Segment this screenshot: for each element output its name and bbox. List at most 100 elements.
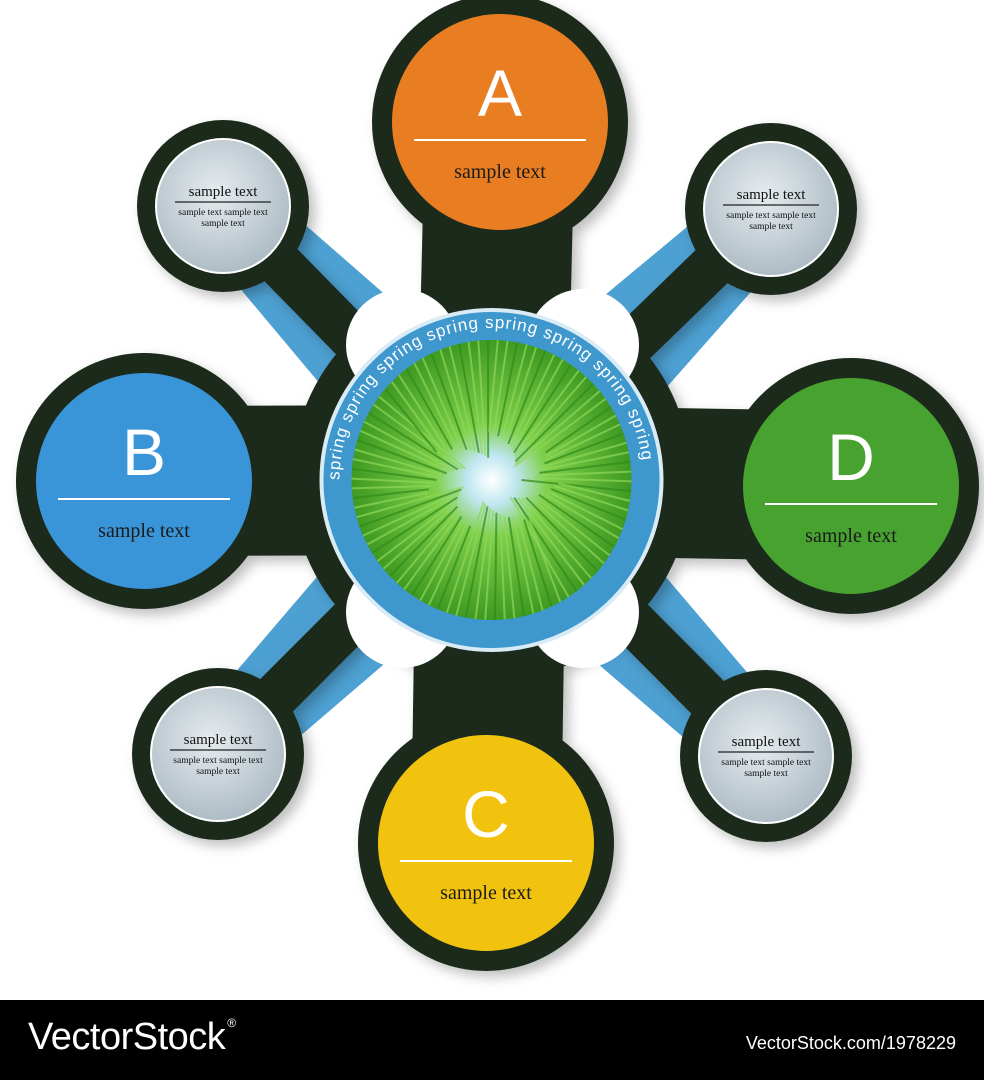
grass-blade	[363, 420, 455, 472]
grass-blade	[546, 490, 624, 531]
grass-blade	[448, 346, 476, 452]
grass-blade	[525, 496, 599, 572]
grass-blade	[488, 340, 499, 432]
grass-blade	[538, 493, 616, 548]
grass-blade	[504, 346, 538, 442]
grass-blade	[382, 502, 458, 570]
watermark-registered-mark: ®	[227, 1016, 236, 1030]
grass-blade	[517, 518, 544, 611]
grass-blade	[368, 412, 459, 471]
grass-blade	[390, 381, 443, 452]
grass-blade	[467, 341, 484, 455]
grass-blade	[554, 485, 629, 512]
grass-blade	[514, 383, 594, 462]
watermark-stock-id: VectorStock.com/1978229	[745, 1033, 956, 1053]
satellite-line-2: sample text	[749, 222, 793, 232]
grass-blade	[376, 499, 458, 562]
grass-blade	[528, 519, 562, 603]
grass-blade	[371, 496, 459, 554]
grass-blade	[539, 460, 631, 474]
node-letter: A	[478, 56, 522, 130]
node-letter: C	[462, 777, 510, 851]
grass-blade	[499, 514, 506, 620]
satellite-title: sample text	[737, 187, 807, 203]
grass-blade	[544, 423, 621, 461]
grass-blade	[413, 362, 458, 450]
grass-blade	[360, 429, 451, 473]
grass-texture	[351, 340, 632, 620]
grass-blade	[493, 512, 498, 620]
grass-blade	[513, 398, 607, 468]
grass-blade	[455, 503, 487, 616]
grass-blade	[458, 343, 480, 453]
grass-blade	[464, 506, 489, 618]
satellite-disc	[703, 141, 839, 277]
grass-blade	[514, 390, 601, 465]
grass-blade	[513, 364, 572, 454]
node-disc	[392, 14, 608, 230]
grass-blade	[517, 497, 585, 586]
grass-blade	[514, 376, 587, 460]
grass-blade	[497, 342, 519, 437]
grass-blade	[529, 496, 605, 565]
grass-blade	[351, 484, 432, 490]
satellite-line-2: sample text	[744, 769, 788, 779]
satellite-line-1: sample text sample text	[726, 211, 816, 221]
satellite-line-1: sample text sample text	[721, 758, 811, 768]
node-letter: B	[122, 415, 166, 489]
grass-blade	[507, 350, 547, 445]
grass-blade	[500, 344, 528, 439]
grass-blade	[542, 441, 627, 468]
grass-blade	[544, 432, 624, 465]
grass-blade	[492, 340, 509, 434]
grass-blade	[354, 491, 428, 509]
grass-blade	[558, 482, 631, 502]
grass-blade	[372, 403, 463, 470]
grass-blade	[378, 395, 466, 470]
grass-blade	[507, 517, 525, 617]
grass-blade	[513, 497, 578, 592]
metaball-diagram: spring spring spring spring spring sprin…	[16, 0, 979, 971]
grass-blade	[521, 479, 632, 493]
grass-blade	[537, 470, 632, 477]
satellite-disc	[155, 138, 291, 274]
grass-blade	[396, 509, 460, 584]
node-disc	[36, 373, 252, 589]
grass-blade	[430, 353, 468, 451]
grass-blade	[405, 368, 453, 450]
grass-blade	[351, 467, 437, 481]
satellite-disc	[698, 688, 834, 824]
grass-blade	[503, 515, 516, 619]
grass-blade	[445, 501, 485, 614]
node-letter: D	[827, 420, 875, 494]
grass-blade	[356, 439, 447, 475]
grass-blade	[421, 357, 463, 450]
grass-blade	[398, 374, 448, 451]
grass-blade	[411, 515, 463, 596]
grass-blade	[352, 488, 430, 500]
satellite-title: sample text	[184, 732, 254, 748]
satellite-line-1: sample text sample text	[178, 208, 268, 218]
grass-blade	[366, 493, 459, 546]
grass-blade	[419, 519, 465, 601]
grass-blade	[403, 512, 461, 591]
grass-blade	[509, 354, 556, 448]
grass-blade	[354, 448, 444, 477]
grass-blade	[384, 388, 438, 453]
grass-blade	[351, 477, 434, 484]
grass-blade	[477, 340, 487, 456]
grass-blade	[534, 495, 611, 557]
grass-blade	[359, 488, 462, 528]
satellite-title: sample text	[189, 184, 259, 200]
grass-blade	[352, 458, 440, 479]
grass-blade	[545, 406, 612, 454]
